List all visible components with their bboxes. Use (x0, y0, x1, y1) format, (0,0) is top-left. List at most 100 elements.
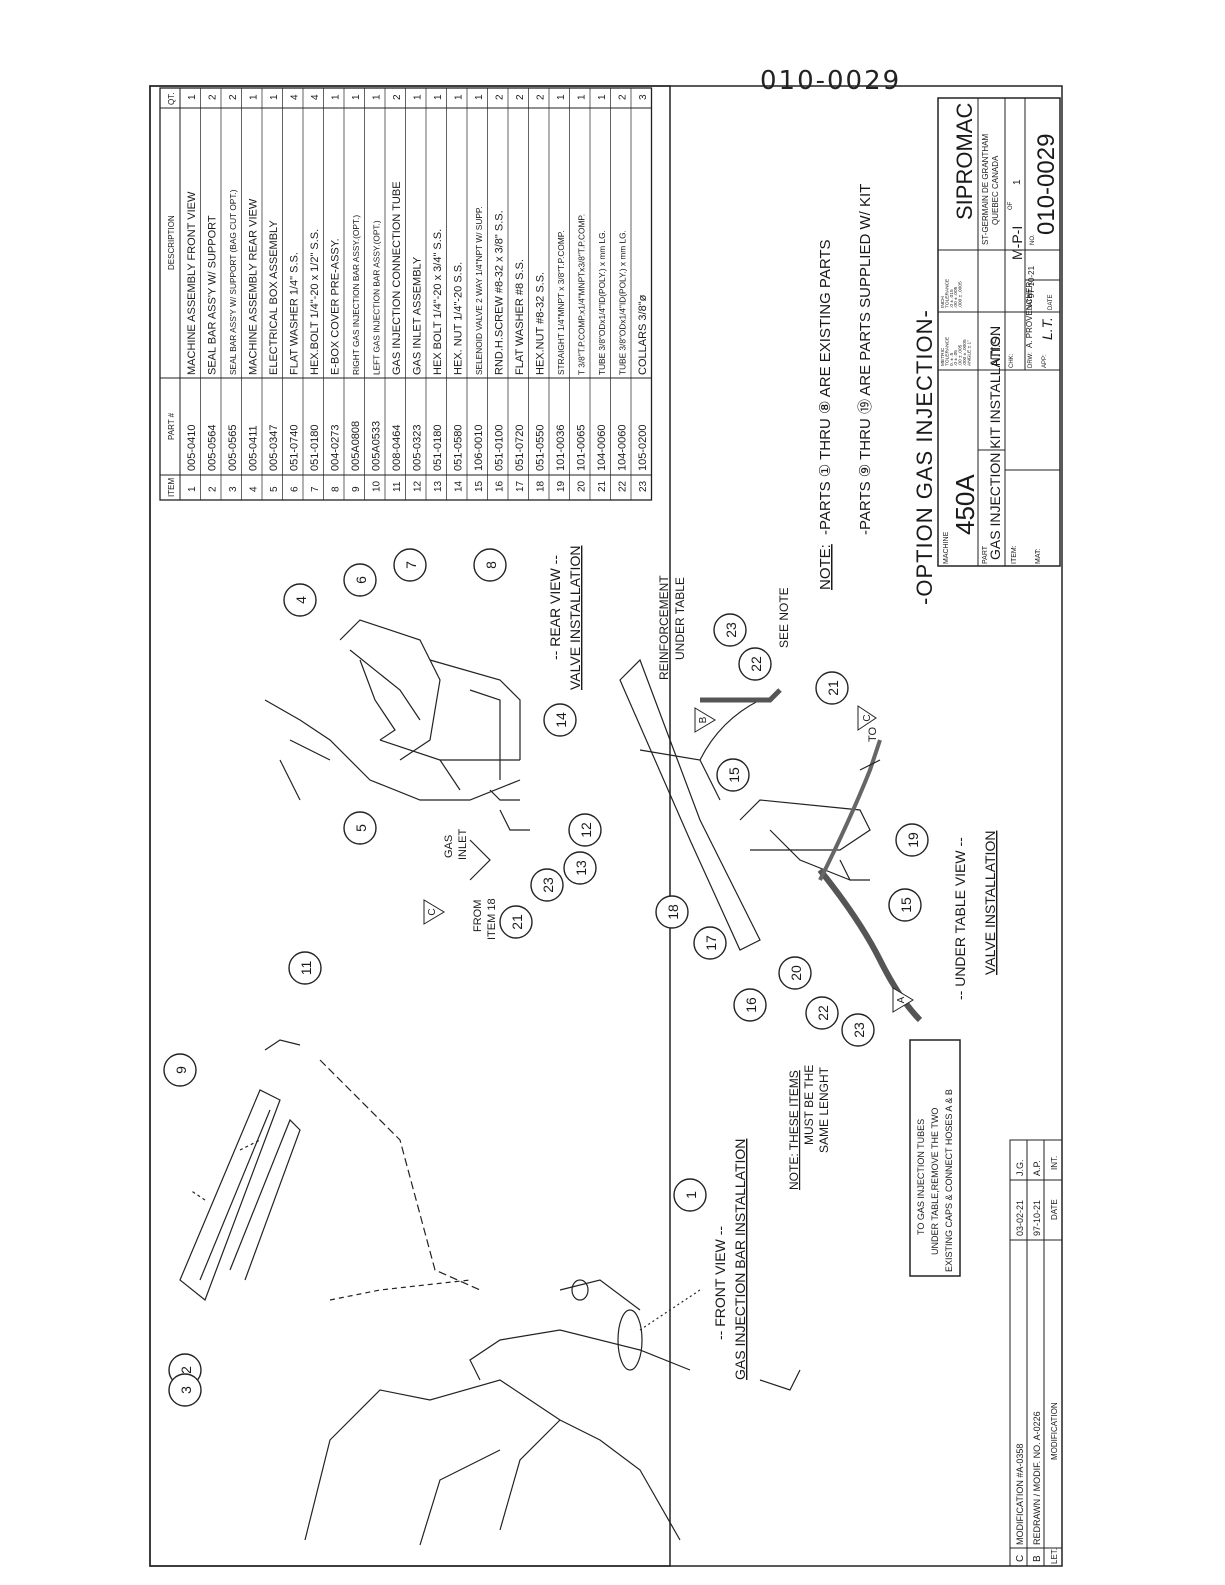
parts-part-number: 005-0347 (268, 425, 280, 472)
parts-quantity: 2 (228, 94, 239, 100)
option-title: -OPTION GAS INJECTION- (912, 309, 937, 605)
parts-quantity: 4 (290, 94, 301, 100)
parts-description: TUBE 3/8"ODx1/4"ID(POLY.) x mm LG. (597, 230, 607, 375)
part-name: GAS INJECTION KIT INSTALLATION (987, 326, 1003, 560)
chk-label: CHK: (1009, 353, 1015, 368)
callout-13: 13 (563, 851, 597, 885)
callout-number: 18 (665, 904, 681, 920)
parts-item-number: 4 (249, 486, 260, 492)
parts-quantity: 1 (351, 94, 362, 100)
parts-item-number: 5 (269, 486, 280, 492)
parts-part-number: 101-0065 (576, 425, 588, 472)
callout-circle (499, 905, 533, 939)
parts-part-number: 005A0808 (350, 421, 362, 471)
parts-part-number: 104-0060 (617, 425, 629, 472)
callout-circle (563, 851, 597, 885)
tolerance-line: .0 ± .05 (953, 350, 959, 366)
tolerance-line: .000 ± .0005 (962, 339, 968, 366)
parts-item-number: 17 (515, 480, 526, 492)
parts-description: FLAT WASHER #8 S.S. (514, 259, 526, 375)
scale: N.T.S. (989, 333, 1003, 366)
callout-22: 22 (738, 647, 772, 681)
date-label: DATE (1028, 294, 1034, 310)
callout-circle (805, 996, 839, 1030)
note-label: NOTE: (817, 544, 834, 590)
parts-description: E-BOX COVER PRE-ASSY. (330, 238, 342, 375)
callout-number: 23 (540, 877, 556, 893)
callout-number: 23 (723, 622, 739, 638)
callout-circle (163, 1053, 197, 1087)
parts-description: GAS INJECTION CONNECTION TUBE (391, 181, 403, 375)
parts-description: SELENOID VALVE 2 WAY 1/4"NPT W/ SUPP. (474, 206, 484, 375)
parts-item-number: 14 (454, 480, 465, 492)
parts-item-number: 21 (597, 480, 608, 492)
callout-circle (738, 647, 772, 681)
callout-4: 4 (283, 583, 317, 617)
callout-number: 9 (173, 1066, 189, 1074)
callout-number: 15 (898, 897, 914, 913)
parts-table-header: QT. (167, 93, 176, 105)
callout-circle (168, 1373, 202, 1407)
callout-circle (713, 613, 747, 647)
parts-part-number: 005-0411 (248, 425, 260, 471)
parts-item-number: 15 (474, 480, 485, 492)
callout-23: 23 (530, 868, 564, 902)
callout-circle (716, 758, 750, 792)
parts-item-number: 19 (556, 480, 567, 492)
callout-number: 5 (353, 824, 369, 832)
front-view-drawing (179, 1039, 801, 1546)
rear-view-drawing (264, 619, 530, 881)
parts-quantity: 1 (577, 94, 588, 100)
callout-7: 7 (393, 548, 427, 582)
callout-22: 22 (805, 996, 839, 1030)
parts-quantity: 1 (597, 94, 608, 100)
parts-description: STRAIGHT 1/4"MNPT x 3/8"T.P.COMP. (556, 230, 566, 375)
tolerance-line: .00 ± .005 (958, 344, 964, 366)
parts-description: MACHINE ASSEMBLY REAR VIEW (248, 198, 260, 375)
rev-b-date: 97-10-21 (1032, 1200, 1042, 1236)
tolerance-line: .000 ± .0005 (958, 281, 964, 308)
callout-number: 14 (553, 712, 569, 728)
parts-part-number: 105-0200 (637, 425, 649, 472)
parts-item-number: 1 (187, 486, 198, 492)
callout-9: 9 (163, 1053, 197, 1087)
parts-description: HEX.NUT #8-32 S.S. (535, 272, 547, 375)
tolerance-line: .00 ± .005 (953, 286, 959, 308)
drawing-number: 010-0029 (1033, 134, 1060, 235)
parts-part-number: 051-0100 (494, 425, 506, 472)
hose-marker-C: C (423, 899, 445, 925)
parts-item-number: 20 (577, 480, 588, 492)
parts-quantity: 1 (331, 94, 342, 100)
parts-item-number: 3 (228, 486, 239, 492)
callout-number: 4 (293, 596, 309, 604)
callout-number: 7 (403, 561, 419, 569)
same-length-note-1: NOTE: THESE ITEMS (787, 1070, 801, 1190)
parts-quantity: 2 (618, 94, 629, 100)
tolerance-line: TOLERANCE (944, 337, 950, 366)
under-table-drawing (619, 658, 923, 1023)
callout-19: 19 (895, 823, 929, 857)
parts-item-number: 9 (351, 486, 362, 492)
tolerance-line: ANGLE ± 1° (966, 340, 972, 366)
hose-note-line-3: EXISTING CAPS & CONNECT HOSES A & B (944, 1089, 954, 1272)
front-view-subtitle: GAS INJECTION BAR INSTALLATION (732, 1139, 748, 1380)
parts-part-number: 005-0565 (227, 425, 239, 472)
parts-part-number: 051-0580 (453, 425, 465, 472)
parts-part-number: 106-0010 (473, 425, 485, 472)
callout-number: 8 (483, 561, 499, 569)
callout-circle (673, 1178, 707, 1212)
rev-init-header: INT. (1050, 1156, 1059, 1170)
callout-circle (283, 583, 317, 617)
callout-15: 15 (716, 758, 750, 792)
parts-description: GAS INLET ASSEMBLY (412, 256, 424, 375)
parts-item-number: 8 (331, 486, 342, 492)
